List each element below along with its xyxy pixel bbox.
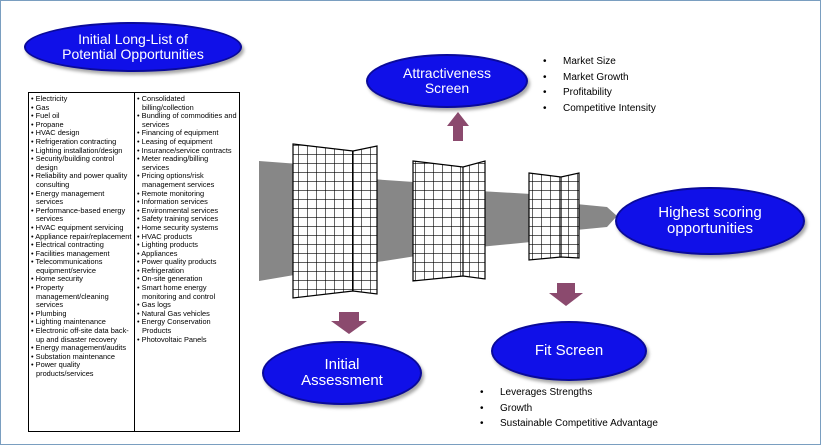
funnel-segment-3 bbox=[479, 191, 531, 247]
opportunity-item: Photovoltaic Panels bbox=[137, 335, 237, 345]
oval-highest-line1: Highest scoring bbox=[658, 203, 762, 221]
opportunity-item: Lighting installation/design bbox=[31, 146, 132, 156]
opportunity-item: Leasing of equipment bbox=[137, 137, 237, 147]
opportunity-item: Propane bbox=[31, 120, 132, 130]
arrow-to-fit-screen bbox=[549, 283, 583, 306]
opportunity-item: Lighting products bbox=[137, 240, 237, 250]
opportunity-item: Performance-based energy services bbox=[31, 206, 132, 224]
opportunity-item: Information services bbox=[137, 198, 237, 207]
opportunity-item: Consolidated billing/collection bbox=[137, 94, 237, 112]
oval-highest-line2: opportunities bbox=[667, 220, 753, 237]
opportunity-list-box: ElectricityGasFuel oilPropaneHVAC design… bbox=[28, 92, 240, 432]
opportunity-item: Home security systems bbox=[137, 223, 237, 233]
fit-criterion: Growth bbox=[478, 401, 658, 417]
opportunity-item: HVAC design bbox=[31, 129, 132, 138]
grid-screen-1 bbox=[292, 143, 378, 299]
oval-initial-line1: Initial bbox=[324, 355, 360, 373]
opportunity-item: HVAC products bbox=[137, 232, 237, 242]
funnel-segment-4 bbox=[576, 204, 617, 230]
opportunity-item: Smart home energy monitoring and control bbox=[137, 283, 237, 301]
fit-criterion: Sustainable Competitive Advantage bbox=[478, 416, 658, 432]
opportunity-item: On-site generation bbox=[137, 275, 237, 284]
opportunity-item: Fuel oil bbox=[31, 112, 132, 121]
opportunity-item: Electronic off-site data back-up and dis… bbox=[31, 326, 132, 344]
attractiveness-criteria: Market SizeMarket GrowthProfitabilityCom… bbox=[541, 54, 656, 116]
opportunity-item: Financing of equipment bbox=[137, 129, 237, 138]
opportunity-item: Gas logs bbox=[137, 301, 237, 310]
grid-screen-3 bbox=[528, 172, 580, 261]
arrow-to-initial-assessment bbox=[331, 312, 367, 334]
opportunity-list-column-2: Consolidated billing/collectionBundling … bbox=[135, 93, 239, 431]
attractiveness-criterion: Profitability bbox=[541, 85, 656, 101]
fit-criteria: Leverages StrengthsGrowthSustainable Com… bbox=[478, 385, 658, 432]
arrow-to-attractiveness bbox=[447, 112, 469, 141]
oval-fit-line1: Fit Screen bbox=[534, 341, 604, 359]
opportunity-item: Home security bbox=[31, 275, 132, 284]
opportunity-list-column-1: ElectricityGasFuel oilPropaneHVAC design… bbox=[29, 93, 135, 431]
opportunity-item: Telecommunications equipment/service bbox=[31, 257, 132, 275]
grid-screen-2 bbox=[412, 160, 486, 282]
opportunity-item: Natural Gas vehicles bbox=[137, 309, 237, 319]
opportunity-item: Reliability and power quality consulting bbox=[31, 171, 132, 189]
opportunity-item: HVAC equipment servicing bbox=[31, 223, 132, 233]
opportunity-item: Property management/cleaning services bbox=[31, 283, 132, 310]
opportunity-item: Gas bbox=[31, 103, 132, 113]
opportunity-item: Electrical contracting bbox=[31, 240, 132, 250]
opportunity-item: Plumbing bbox=[31, 309, 132, 319]
opportunity-item: Energy management services bbox=[31, 189, 132, 207]
opportunity-item: Appliance repair/replacement bbox=[31, 232, 132, 242]
oval-fit-screen: Fit Screen bbox=[491, 321, 647, 381]
fit-criterion: Leverages Strengths bbox=[478, 385, 658, 401]
opportunity-item: Pricing options/risk management services bbox=[137, 171, 237, 189]
opportunity-item: Remote monitoring bbox=[137, 189, 237, 199]
oval-long-list: Initial Long-List of Potential Opportuni… bbox=[24, 22, 242, 72]
opportunity-item: Power quality products/services bbox=[31, 361, 132, 378]
oval-attractiveness-line2: Screen bbox=[424, 80, 470, 96]
opportunity-item: Refrigeration bbox=[137, 266, 237, 276]
opportunity-item: Power quality products bbox=[137, 258, 237, 267]
oval-initial-assessment: Initial Assessment bbox=[262, 341, 422, 405]
oval-long-list-line1: Initial Long-List of bbox=[78, 30, 188, 47]
opportunity-item: Facilities management bbox=[31, 249, 132, 259]
opportunity-item: Bundling of commodities and services bbox=[137, 111, 237, 129]
opportunity-item: Substation maintenance bbox=[31, 352, 132, 362]
opportunity-item: Refrigeration contracting bbox=[31, 137, 132, 147]
opportunity-item: Security/building control design bbox=[31, 154, 132, 172]
opportunity-item: Electricity bbox=[31, 94, 132, 104]
opportunity-item: Meter reading/billing services bbox=[137, 154, 237, 172]
opportunity-item: Lighting maintenance bbox=[31, 318, 132, 327]
oval-attractiveness-line1: Attractiveness bbox=[403, 64, 491, 81]
opportunity-list-1: ElectricityGasFuel oilPropaneHVAC design… bbox=[31, 94, 132, 379]
attractiveness-criterion: Market Size bbox=[541, 54, 656, 70]
attractiveness-criterion: Competitive Intensity bbox=[541, 101, 656, 117]
opportunity-item: Energy Conservation Products bbox=[137, 318, 237, 335]
oval-highest-scoring: Highest scoring opportunities bbox=[615, 187, 805, 255]
opportunity-item: Energy management/audits bbox=[31, 344, 132, 353]
opportunity-item: Insurance/service contracts bbox=[137, 146, 237, 156]
opportunity-list-2: Consolidated billing/collectionBundling … bbox=[137, 94, 237, 345]
attractiveness-criterion: Market Growth bbox=[541, 70, 656, 86]
opportunity-item: Environmental services bbox=[137, 206, 237, 216]
opportunity-item: Safety training services bbox=[137, 215, 237, 224]
oval-initial-line2: Assessment bbox=[301, 372, 383, 389]
opportunity-item: Appliances bbox=[137, 249, 237, 259]
oval-attractiveness-screen: Attractiveness Screen bbox=[366, 54, 528, 108]
oval-long-list-line2: Potential Opportunities bbox=[62, 46, 204, 62]
